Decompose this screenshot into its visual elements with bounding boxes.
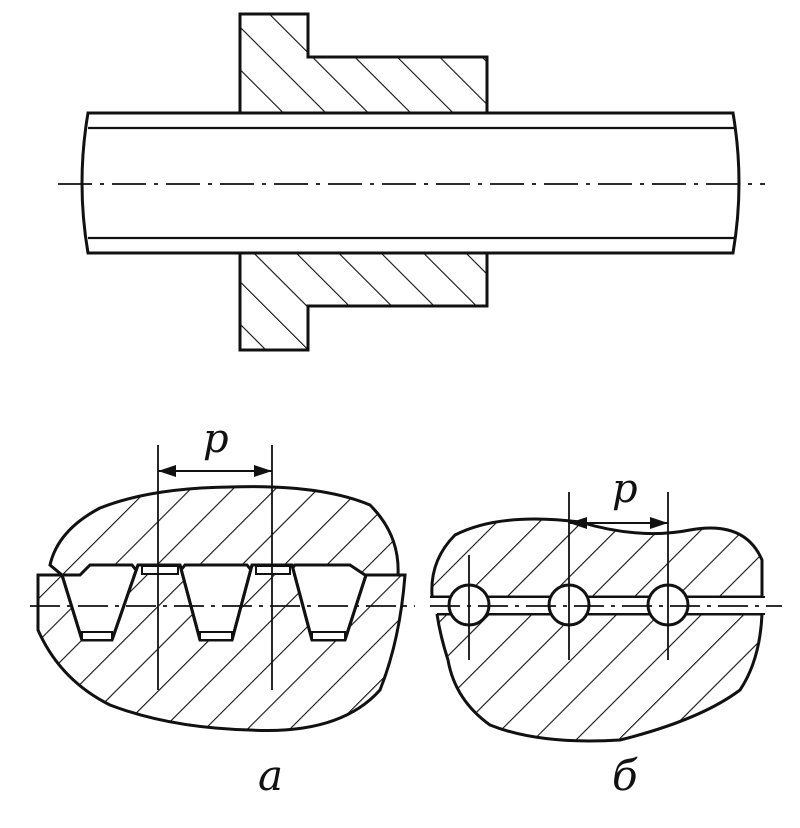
screw-section-a — [36, 563, 407, 732]
nut-section-b — [430, 517, 764, 599]
shaft-body — [80, 111, 741, 255]
figure-b-ball-screw: p б — [430, 466, 782, 800]
caption-b: б — [612, 751, 638, 800]
nut-section-a — [48, 485, 400, 577]
figure-a-sliding-thread: p а — [30, 416, 415, 800]
bushing-upper-section — [238, 12, 489, 115]
screw-section-b — [435, 612, 764, 743]
clearance-a2 — [255, 565, 291, 575]
pitch-label-b: p — [612, 466, 638, 512]
pitch-label-a: p — [203, 416, 229, 462]
clearance-a1 — [141, 565, 179, 575]
pitch-arrow-left-b — [569, 517, 587, 529]
pitch-arrow-left-a — [158, 465, 176, 477]
clearance-a5 — [311, 631, 346, 641]
thread-flank-outline-a — [60, 564, 368, 641]
shaft-assembly — [58, 12, 765, 352]
bushing-lower-section — [238, 251, 489, 352]
caption-a: а — [258, 751, 283, 800]
clearance-a3 — [81, 631, 113, 641]
clearance-a4 — [199, 631, 233, 641]
pitch-arrow-right-b — [650, 517, 668, 529]
pitch-arrow-right-a — [254, 465, 272, 477]
